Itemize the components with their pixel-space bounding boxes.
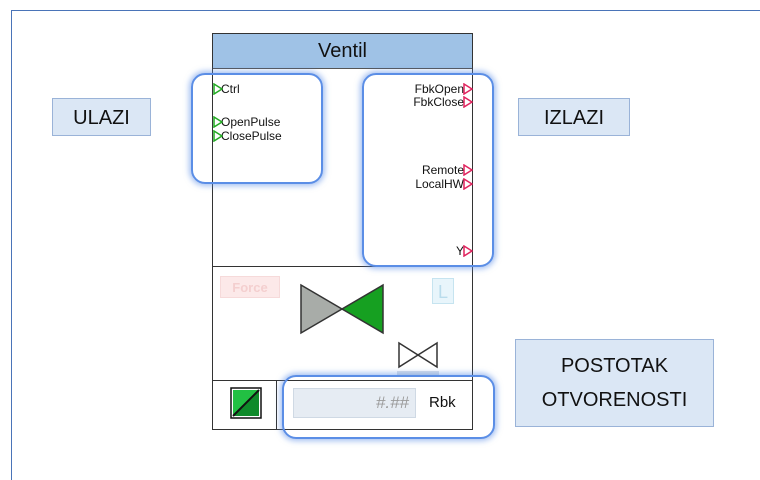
force-button[interactable]: Force: [220, 276, 280, 298]
inputs-highlight: [191, 73, 323, 184]
rbk-label: Rbk: [429, 394, 456, 411]
output-port-localhw[interactable]: LocalHW: [415, 177, 473, 191]
output-arrow-icon: [463, 83, 473, 95]
input-arrow-icon: [213, 130, 223, 142]
section-divider: [213, 266, 472, 267]
input-port-ctrl[interactable]: Ctrl: [213, 82, 240, 96]
output-label-remote: Remote: [421, 163, 464, 177]
output-arrow-icon: [463, 164, 473, 176]
input-port-closepulse[interactable]: ClosePulse: [213, 129, 282, 143]
output-port-remote[interactable]: Remote: [421, 163, 473, 177]
inputs-callout: ULAZI: [52, 98, 151, 136]
outputs-callout: IZLAZI: [518, 98, 630, 136]
section-divider: [213, 380, 472, 381]
input-label-openpulse: OpenPulse: [221, 115, 281, 129]
output-label-fbkopen: FbkOpen: [414, 82, 464, 96]
small-valve-icon: [398, 341, 438, 369]
opening-callout: POSTOTAK OTVORENOSTI: [515, 339, 714, 427]
opening-callout-line1: POSTOTAK: [560, 355, 669, 377]
output-port-fbkopen[interactable]: FbkOpen: [414, 82, 473, 96]
output-label-y: Y: [455, 244, 464, 258]
opening-callout-line2: OTVORENOSTI: [541, 389, 688, 411]
input-arrow-icon: [213, 116, 223, 128]
canvas-frame: [11, 10, 760, 480]
output-label-fbkclose: FbkClose: [413, 95, 464, 109]
output-arrow-icon: [463, 96, 473, 108]
outputs-highlight: [362, 73, 494, 267]
rbk-value-field[interactable]: #.##: [293, 388, 416, 418]
manual-mode-icon[interactable]: [230, 387, 262, 419]
valve-function-block[interactable]: Ventil Ctrl OpenPulse ClosePulse FbkOpen…: [212, 33, 473, 430]
output-label-localhw: LocalHW: [415, 177, 464, 191]
opening-highlight: [282, 375, 495, 439]
output-arrow-icon: [463, 245, 473, 257]
section-divider: [276, 380, 277, 429]
input-label-ctrl: Ctrl: [221, 82, 240, 96]
input-port-openpulse[interactable]: OpenPulse: [213, 115, 281, 129]
output-port-fbkclose[interactable]: FbkClose: [413, 95, 473, 109]
input-arrow-icon: [213, 83, 223, 95]
valve-icon[interactable]: [299, 283, 385, 335]
local-indicator[interactable]: L: [432, 278, 454, 304]
output-arrow-icon: [463, 178, 473, 190]
input-label-closepulse: ClosePulse: [221, 129, 282, 143]
output-port-y[interactable]: Y: [455, 244, 473, 258]
block-title: Ventil: [213, 34, 472, 69]
small-valve-base: [397, 371, 439, 377]
